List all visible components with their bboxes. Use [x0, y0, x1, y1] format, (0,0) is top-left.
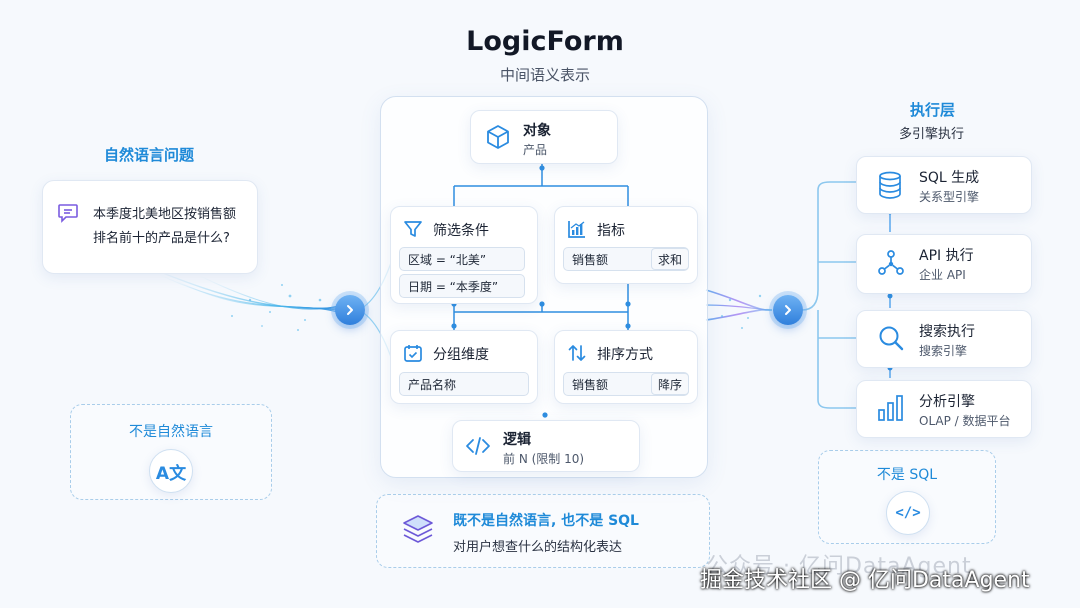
- metric-title: 指标: [597, 223, 625, 239]
- summary-line-2: 对用户想查什么的结构化表达: [453, 540, 623, 555]
- chevron-right-icon: [347, 305, 353, 315]
- not-nl-box: 不是自然语言 A文: [70, 404, 272, 500]
- summary-box: 既不是自然语言, 也不是 SQL 对用户想查什么的结构化表达: [376, 494, 710, 568]
- page-title: LogicForm: [466, 26, 624, 57]
- watermark-juejin: 掘金技术社区 @ 亿问DataAgent: [700, 568, 1030, 593]
- layers-icon: [401, 513, 435, 551]
- group-field: 产品名称: [399, 372, 529, 396]
- engine-sub: 关系型引擎: [919, 190, 980, 204]
- filter-condition-1: 区域 = “北美”: [399, 247, 525, 271]
- sort-icon: [567, 343, 587, 367]
- chevron-right-icon: [785, 305, 791, 315]
- not-nl-label: 不是自然语言: [129, 424, 213, 440]
- question-text: 本季度北美地区按销售额 排名前十的产品是什么?: [93, 203, 253, 251]
- engine-sub: 企业 API: [919, 268, 966, 282]
- engine-sub: 搜索引擎: [919, 344, 968, 358]
- watermark-wechat: 公众号 · 亿问DataAgent: [706, 554, 972, 579]
- input-heading: 自然语言问题: [104, 146, 195, 164]
- code-icon: [465, 434, 491, 462]
- group-title: 分组维度: [433, 347, 489, 363]
- object-card: 对象 产品: [470, 110, 618, 164]
- cube-icon: [485, 124, 511, 154]
- object-value: 产品: [523, 143, 548, 157]
- sort-field: 销售额: [572, 378, 609, 392]
- not-sql-label: 不是 SQL: [876, 467, 938, 483]
- search-icon: [877, 324, 905, 356]
- not-sql-box: 不是 SQL </>: [818, 450, 996, 544]
- execution-subheading: 多引擎执行: [899, 127, 965, 142]
- sort-order: 降序: [651, 373, 690, 395]
- arrow-button-right: [773, 295, 803, 325]
- engine-card-search: 搜索执行 搜索引擎: [856, 310, 1032, 368]
- page-subtitle: 中间语义表示: [499, 66, 590, 84]
- engine-card-api: API 执行 企业 API: [856, 234, 1032, 294]
- filter-condition-2: 日期 = “本季度”: [399, 274, 525, 298]
- metric-card: 指标 销售额 求和: [554, 206, 698, 284]
- engine-title: 搜索执行: [919, 324, 975, 340]
- chart-icon: [567, 219, 587, 243]
- metric-field: 销售额: [572, 253, 609, 267]
- summary-line-1: 既不是自然语言, 也不是 SQL: [453, 513, 639, 529]
- code-icon: </>: [886, 491, 930, 535]
- engine-card-sql: SQL 生成 关系型引擎: [856, 156, 1032, 214]
- chat-icon: [57, 201, 79, 223]
- object-title: 对象: [523, 123, 551, 139]
- filter-title: 筛选条件: [433, 223, 489, 239]
- engine-card-olap: 分析引擎 OLAP / 数据平台: [856, 380, 1032, 438]
- logic-card: 逻辑 前 N (限制 10): [452, 420, 640, 472]
- share-nodes-icon: [877, 249, 905, 281]
- engine-title: API 执行: [919, 248, 974, 264]
- calendar-icon: [403, 343, 423, 367]
- arrow-button-left: [335, 295, 365, 325]
- execution-heading: 执行层: [910, 101, 956, 119]
- sort-card: 排序方式 销售额 降序: [554, 330, 698, 404]
- engine-title: SQL 生成: [919, 170, 980, 186]
- question-line-2: 排名前十的产品是什么?: [93, 231, 230, 246]
- logic-title: 逻辑: [503, 432, 531, 448]
- translate-icon: A文: [149, 449, 193, 493]
- database-icon: [877, 171, 903, 203]
- sort-title: 排序方式: [597, 347, 653, 363]
- metric-agg: 求和: [651, 248, 690, 270]
- group-card: 分组维度 产品名称: [390, 330, 538, 404]
- question-card: 本季度北美地区按销售额 排名前十的产品是什么?: [42, 180, 258, 274]
- engine-title: 分析引擎: [919, 394, 975, 410]
- logic-value: 前 N (限制 10): [503, 452, 585, 466]
- bar-chart-icon: [877, 394, 905, 426]
- question-line-1: 本季度北美地区按销售额: [93, 207, 237, 222]
- filter-icon: [403, 219, 423, 243]
- filter-card: 筛选条件 区域 = “北美” 日期 = “本季度”: [390, 206, 538, 304]
- engine-sub: OLAP / 数据平台: [919, 414, 1011, 428]
